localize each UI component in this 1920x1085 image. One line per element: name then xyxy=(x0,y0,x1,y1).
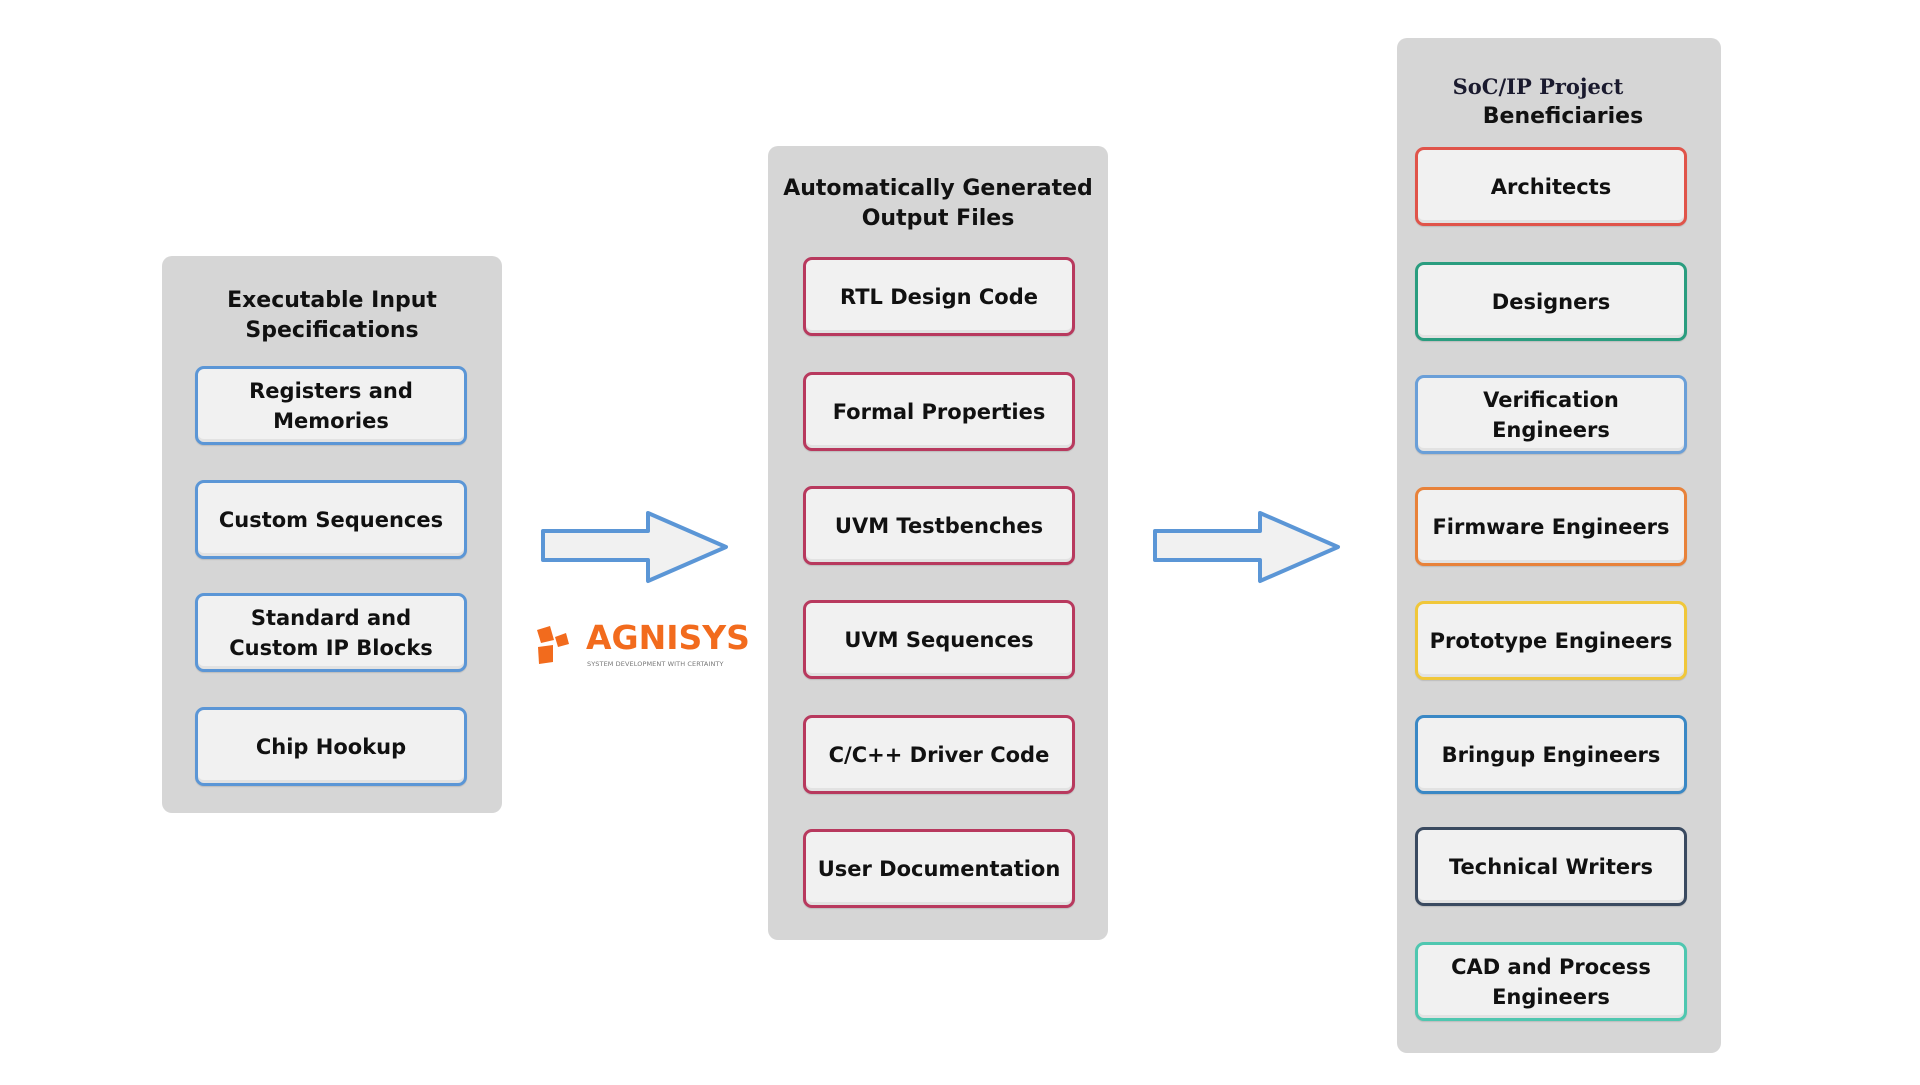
beneficiary-cad-process-engineers: CAD and Process Engineers xyxy=(1415,942,1687,1021)
output-item-label: Formal Properties xyxy=(832,399,1046,424)
beneficiary-label: Verification Engineers xyxy=(1483,387,1619,442)
input-item-chip-hookup: Chip Hookup xyxy=(195,707,467,786)
beneficiary-designers: Designers xyxy=(1415,262,1687,341)
output-item-rtl-design-code: RTL Design Code xyxy=(803,257,1075,336)
agnisys-tagline: SYSTEM DEVELOPMENT WITH CERTAINTY xyxy=(587,660,724,668)
input-item-label: Registers and Memories xyxy=(249,378,413,433)
right-arrow-icon xyxy=(541,511,728,583)
output-item-user-documentation: User Documentation xyxy=(803,829,1075,908)
beneficiaries-title-line2: Beneficiaries xyxy=(1482,104,1644,129)
input-item-label: Chip Hookup xyxy=(255,734,407,759)
input-specifications-panel: Executable Input Specifications Register… xyxy=(162,256,502,813)
output-item-uvm-testbenches: UVM Testbenches xyxy=(803,486,1075,565)
input-item-custom-sequences: Custom Sequences xyxy=(195,480,467,559)
beneficiary-bringup-engineers: Bringup Engineers xyxy=(1415,715,1687,794)
arrow-outputs-to-beneficiaries xyxy=(1153,511,1340,583)
beneficiary-label: Firmware Engineers xyxy=(1432,514,1670,539)
agnisys-brand-text: AGNISYS xyxy=(586,618,750,657)
output-item-label: User Documentation xyxy=(817,856,1061,881)
output-files-title: Automatically Generated Output Files xyxy=(783,176,1093,231)
output-item-label: C/C++ Driver Code xyxy=(828,742,1050,767)
beneficiary-label: Architects xyxy=(1490,174,1612,199)
input-item-registers-memories: Registers and Memories xyxy=(195,366,467,445)
agnisys-logo: AGNISYS SYSTEM DEVELOPMENT WITH CERTAINT… xyxy=(533,618,750,674)
output-item-uvm-sequences: UVM Sequences xyxy=(803,600,1075,679)
beneficiary-verification-engineers: Verification Engineers xyxy=(1415,375,1687,454)
input-item-ip-blocks: Standard and Custom IP Blocks xyxy=(195,593,467,672)
beneficiaries-title: SoC/IP Project Beneficiaries xyxy=(1397,72,1721,132)
beneficiary-label: Bringup Engineers xyxy=(1441,742,1661,767)
input-specifications-title: Executable Input Specifications xyxy=(227,288,437,343)
input-item-label: Custom Sequences xyxy=(218,507,444,532)
arrow-inputs-to-outputs xyxy=(541,511,728,583)
beneficiary-label: Technical Writers xyxy=(1449,854,1653,879)
beneficiaries-panel: SoC/IP Project Beneficiaries Architects … xyxy=(1397,38,1721,1053)
beneficiary-firmware-engineers: Firmware Engineers xyxy=(1415,487,1687,566)
beneficiary-label: Prototype Engineers xyxy=(1429,628,1673,653)
beneficiary-label: Designers xyxy=(1491,289,1611,314)
output-item-label: UVM Sequences xyxy=(844,627,1034,652)
output-item-label: RTL Design Code xyxy=(839,284,1039,309)
right-arrow-icon xyxy=(1153,511,1340,583)
beneficiary-technical-writers: Technical Writers xyxy=(1415,827,1687,906)
input-item-label: Standard and Custom IP Blocks xyxy=(229,605,433,660)
agnisys-cubes-icon xyxy=(537,626,569,664)
beneficiary-label: CAD and Process Engineers xyxy=(1451,954,1651,1009)
output-item-formal-properties: Formal Properties xyxy=(803,372,1075,451)
beneficiary-prototype-engineers: Prototype Engineers xyxy=(1415,601,1687,680)
beneficiaries-title-line1: SoC/IP Project xyxy=(1452,74,1624,99)
beneficiary-architects: Architects xyxy=(1415,147,1687,226)
output-files-panel: Automatically Generated Output Files RTL… xyxy=(768,146,1108,940)
output-item-label: UVM Testbenches xyxy=(834,513,1044,538)
output-item-driver-code: C/C++ Driver Code xyxy=(803,715,1075,794)
